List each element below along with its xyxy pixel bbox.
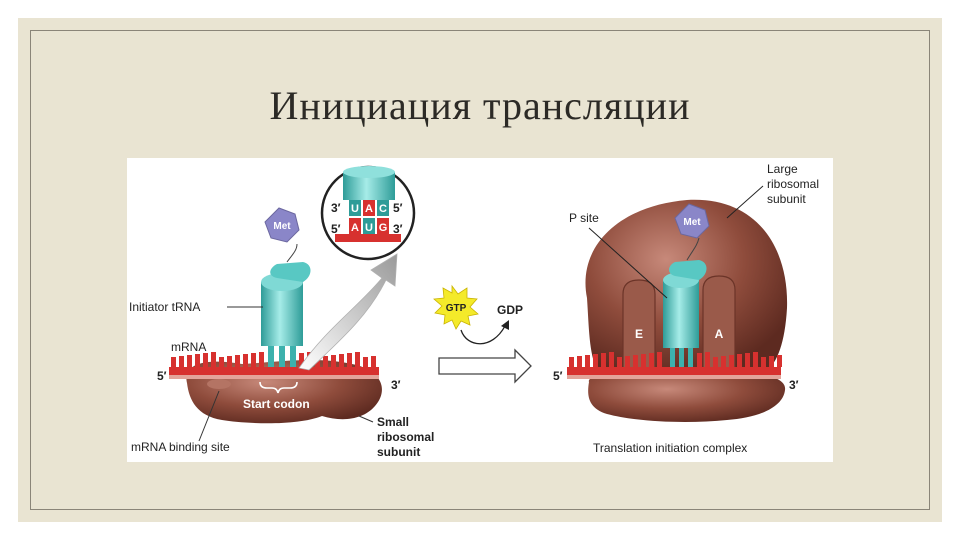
mrna-nucleotide [697, 353, 702, 367]
anticodon-base-3: C [379, 203, 387, 215]
met-label-left: Met [273, 221, 291, 232]
mrna-nucleotide [769, 356, 774, 367]
gtp-starburst: GTP [434, 286, 478, 329]
mrna-nucleotide [371, 356, 376, 367]
p-site-label: P site [569, 211, 599, 225]
codon-base-2: U [365, 222, 373, 234]
process-arrow [439, 350, 531, 382]
large-subunit-label-line3: subunit [767, 192, 806, 206]
e-site-label: E [635, 327, 643, 341]
mrna-5prime-left: 5′ [157, 369, 167, 383]
inset-top-left-end: 3′ [331, 201, 341, 215]
inset-bottom-left-end: 5′ [331, 222, 341, 236]
a-site-label: A [715, 327, 724, 341]
large-subunit-label-line2: ribosomal [767, 177, 819, 191]
initiator-trna-label: Initiator tRNA [129, 300, 200, 314]
mrna-nucleotide [713, 357, 718, 367]
gtp-hydrolysis-arrowhead [501, 320, 509, 330]
mrna-nucleotide [657, 352, 662, 367]
mrna-nucleotide [753, 352, 758, 367]
mrna-3prime-right: 3′ [789, 378, 799, 392]
mrna-nucleotide [633, 355, 638, 367]
gtp-hydrolysis-arrow [461, 326, 505, 344]
mrna-nucleotide [251, 353, 256, 367]
mrna-nucleotide [737, 354, 742, 367]
mrna-nucleotide [729, 355, 734, 367]
mrna-nucleotide [569, 357, 574, 367]
codon-base-3: G [379, 222, 388, 234]
mrna-nucleotide [323, 356, 328, 367]
mrna-nucleotide [347, 353, 352, 367]
mrna-binding-site-label: mRNA binding site [131, 440, 230, 454]
mrna-nucleotide [195, 354, 200, 367]
mrna-nucleotide [609, 352, 614, 367]
mrna-nucleotide [243, 354, 248, 367]
gdp-label: GDP [497, 303, 523, 317]
mrna-nucleotide [211, 352, 216, 367]
large-subunit-label-line1: Large [767, 162, 798, 176]
mrna-nucleotide [203, 353, 208, 367]
met-label-right: Met [683, 217, 701, 228]
anticodon-base-2: A [365, 203, 373, 215]
mrna-nucleotide [259, 352, 264, 367]
mrna-nucleotide [745, 353, 750, 367]
met-amino-acid-left: Met [265, 208, 299, 242]
codon-anticodon-inset: U A C A U G 3′ 5′ 5′ 3′ [322, 166, 414, 259]
mrna-3prime-left: 3′ [391, 378, 401, 392]
anticodon-base-1: U [351, 203, 359, 215]
mrna-nucleotide [331, 355, 336, 367]
mrna-5prime-right: 5′ [553, 369, 563, 383]
mrna-nucleotide [227, 356, 232, 367]
mrna-nucleotide [187, 355, 192, 367]
slide-title: Инициация трансляции [0, 82, 960, 129]
codon-base-1: A [351, 222, 359, 234]
mrna-nucleotide [625, 356, 630, 367]
mrna-nucleotide [601, 353, 606, 367]
mrna-nucleotide [777, 355, 782, 367]
mrna-nucleotide [649, 353, 654, 367]
inset-bottom-right-end: 3′ [393, 222, 403, 236]
mrna-nucleotide [577, 356, 582, 367]
small-subunit-label-line2: ribosomal [377, 430, 434, 444]
mrna-nucleotide [363, 357, 368, 367]
mrna-nucleotide [219, 357, 224, 367]
mrna-nucleotide [705, 352, 710, 367]
zoom-arrow [299, 254, 397, 370]
gtp-label: GTP [446, 303, 467, 314]
mrna-nucleotide [339, 354, 344, 367]
translation-initiation-figure: Met U A C A U G 3′ 5′ 5′ 3′ Initiator tR… [127, 158, 833, 462]
mrna-nucleotide [235, 355, 240, 367]
mrna-nucleotide [641, 354, 646, 367]
small-subunit-leader [359, 416, 373, 422]
mrna-nucleotide [593, 354, 598, 367]
translation-initiation-complex-label: Translation initiation complex [593, 441, 747, 455]
initiator-trna [261, 244, 311, 367]
inset-top-right-end: 5′ [393, 201, 403, 215]
mrna-nucleotide [617, 357, 622, 367]
small-subunit-label-line3: subunit [377, 445, 420, 459]
small-subunit-label-line1: Small [377, 415, 409, 429]
start-codon-label: Start codon [243, 397, 310, 411]
mrna-nucleotide [179, 356, 184, 367]
mrna-nucleotide [761, 357, 766, 367]
mrna-nucleotide [721, 356, 726, 367]
mrna-nucleotide [171, 357, 176, 367]
mrna-label: mRNA [171, 340, 206, 354]
mrna-nucleotide [355, 352, 360, 367]
mrna-nucleotide [585, 355, 590, 367]
large-subunit-leader [727, 186, 763, 218]
